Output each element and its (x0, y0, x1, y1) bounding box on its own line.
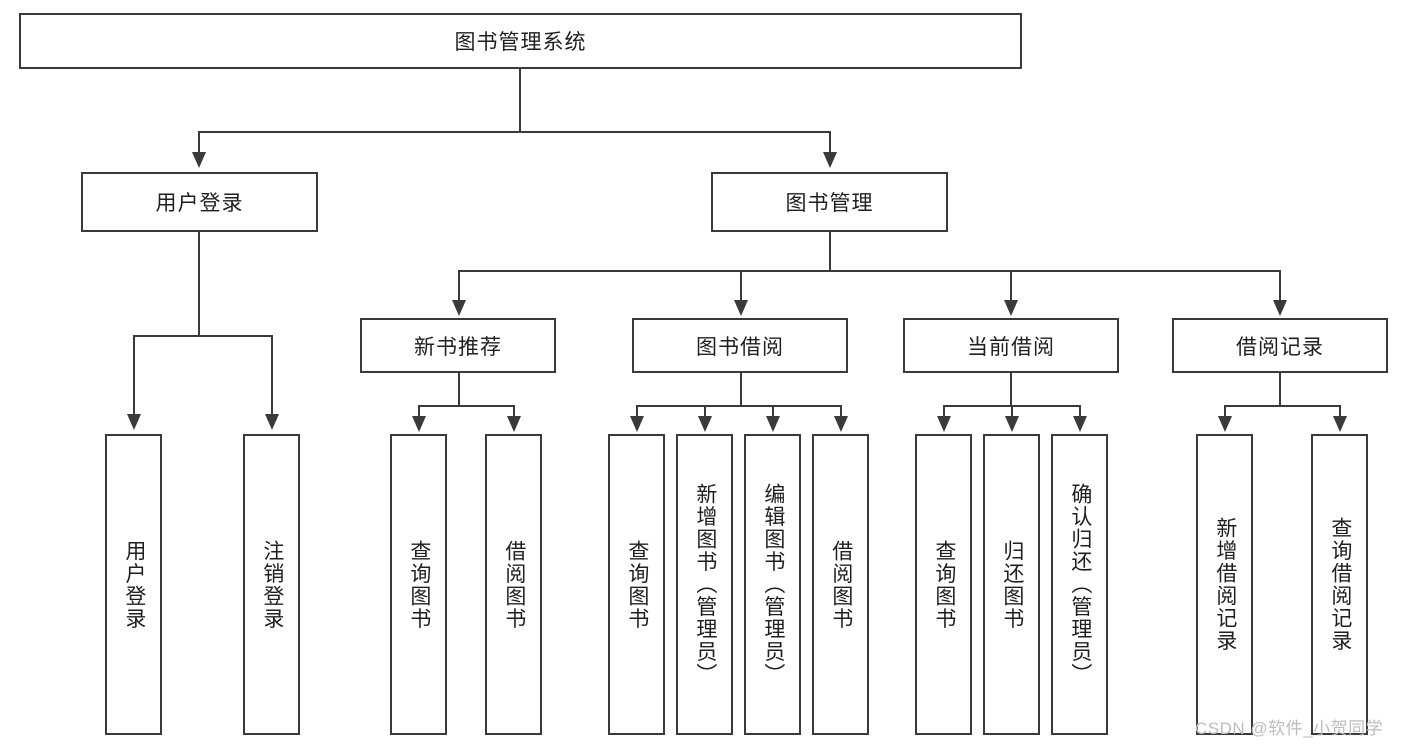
connector-new-book-child-1 (418, 405, 420, 418)
connector-current-borrow-child-1 (943, 405, 945, 418)
connector-borrow-stem (740, 373, 742, 405)
leaf-confirm-return-admin[interactable]: 确认归还（管理员） (1051, 434, 1108, 735)
connector-current-borrow-stem (1010, 373, 1012, 405)
connector-root-bus (198, 131, 831, 133)
node-current-borrow[interactable]: 当前借阅 (903, 318, 1119, 373)
arrow-borrow-child-3 (766, 416, 780, 432)
leaf-edit-book-admin[interactable]: 编辑图书（管理员） (744, 434, 801, 735)
leaf-borrow-book[interactable]: 借阅图书 (812, 434, 869, 735)
connector-new-book-bus (418, 405, 514, 407)
arrow-book-mgmt-child-4 (1273, 300, 1287, 316)
connector-user-login-bus (133, 335, 272, 337)
node-root-system[interactable]: 图书管理系统 (19, 13, 1022, 69)
connector-book-mgmt-bus (458, 270, 1279, 272)
arrow-current-borrow-child-1 (937, 416, 951, 432)
connector-current-borrow-child-3 (1079, 405, 1081, 418)
node-user-login[interactable]: 用户登录 (81, 172, 318, 232)
connector-borrow-record-child-2 (1339, 405, 1341, 418)
arrow-borrow-record-child-2 (1333, 416, 1347, 432)
leaf-query-book-borrow[interactable]: 查询图书 (608, 434, 665, 735)
connector-user-login-stem (198, 232, 200, 335)
node-book-borrow[interactable]: 图书借阅 (632, 318, 848, 373)
arrow-current-borrow-child-2 (1005, 416, 1019, 432)
connector-borrow-record-stem (1279, 373, 1281, 405)
connector-borrow-bus (636, 405, 841, 407)
connector-book-mgmt-child-1 (458, 270, 460, 302)
connector-borrow-child-2 (704, 405, 706, 418)
leaf-query-book-current[interactable]: 查询图书 (915, 434, 972, 735)
connector-book-mgmt-child-4 (1279, 270, 1281, 302)
arrow-user-login-child-1 (127, 414, 141, 430)
connector-root-stem (519, 69, 521, 131)
connector-borrow-record-bus (1224, 405, 1340, 407)
leaf-borrow-book-recommend[interactable]: 借阅图书 (485, 434, 542, 735)
arrow-current-borrow-child-3 (1073, 416, 1087, 432)
connector-book-mgmt-stem (829, 232, 831, 270)
node-borrow-record[interactable]: 借阅记录 (1172, 318, 1388, 373)
arrow-book-mgmt-child-1 (452, 300, 466, 316)
connector-new-book-stem (458, 373, 460, 405)
connector-book-mgmt-child-2 (740, 270, 742, 302)
connector-root-to-book-mgmt (829, 131, 831, 155)
connector-borrow-child-3 (772, 405, 774, 418)
leaf-logout[interactable]: 注销登录 (243, 434, 300, 735)
leaf-add-book-admin[interactable]: 新增图书（管理员） (676, 434, 733, 735)
node-book-management[interactable]: 图书管理 (711, 172, 948, 232)
csdn-watermark: CSDN @软件_小贺同学 (1195, 719, 1384, 738)
leaf-query-book-recommend[interactable]: 查询图书 (390, 434, 447, 735)
connector-user-login-child-2 (271, 335, 273, 416)
arrow-user-login-child-2 (265, 414, 279, 430)
arrow-book-mgmt-child-2 (734, 300, 748, 316)
connector-borrow-child-4 (840, 405, 842, 418)
arrow-borrow-record-child-1 (1218, 416, 1232, 432)
arrow-new-book-child-2 (507, 416, 521, 432)
connector-current-borrow-child-2 (1011, 405, 1013, 418)
leaf-user-login[interactable]: 用户登录 (105, 434, 162, 735)
leaf-add-borrow-record[interactable]: 新增借阅记录 (1196, 434, 1253, 735)
arrow-borrow-child-4 (834, 416, 848, 432)
connector-user-login-child-1 (133, 335, 135, 416)
arrow-root-to-user-login (192, 152, 206, 168)
connector-root-to-user-login (198, 131, 200, 155)
connector-new-book-child-2 (513, 405, 515, 418)
node-new-book-recommend[interactable]: 新书推荐 (360, 318, 556, 373)
arrow-borrow-child-1 (630, 416, 644, 432)
connector-book-mgmt-child-3 (1010, 270, 1012, 302)
connector-borrow-child-1 (636, 405, 638, 418)
arrow-root-to-book-mgmt (823, 152, 837, 168)
leaf-query-borrow-record[interactable]: 查询借阅记录 (1311, 434, 1368, 735)
arrow-new-book-child-1 (412, 416, 426, 432)
leaf-return-book[interactable]: 归还图书 (983, 434, 1040, 735)
arrow-book-mgmt-child-3 (1004, 300, 1018, 316)
arrow-borrow-child-2 (698, 416, 712, 432)
connector-borrow-record-child-1 (1224, 405, 1226, 418)
